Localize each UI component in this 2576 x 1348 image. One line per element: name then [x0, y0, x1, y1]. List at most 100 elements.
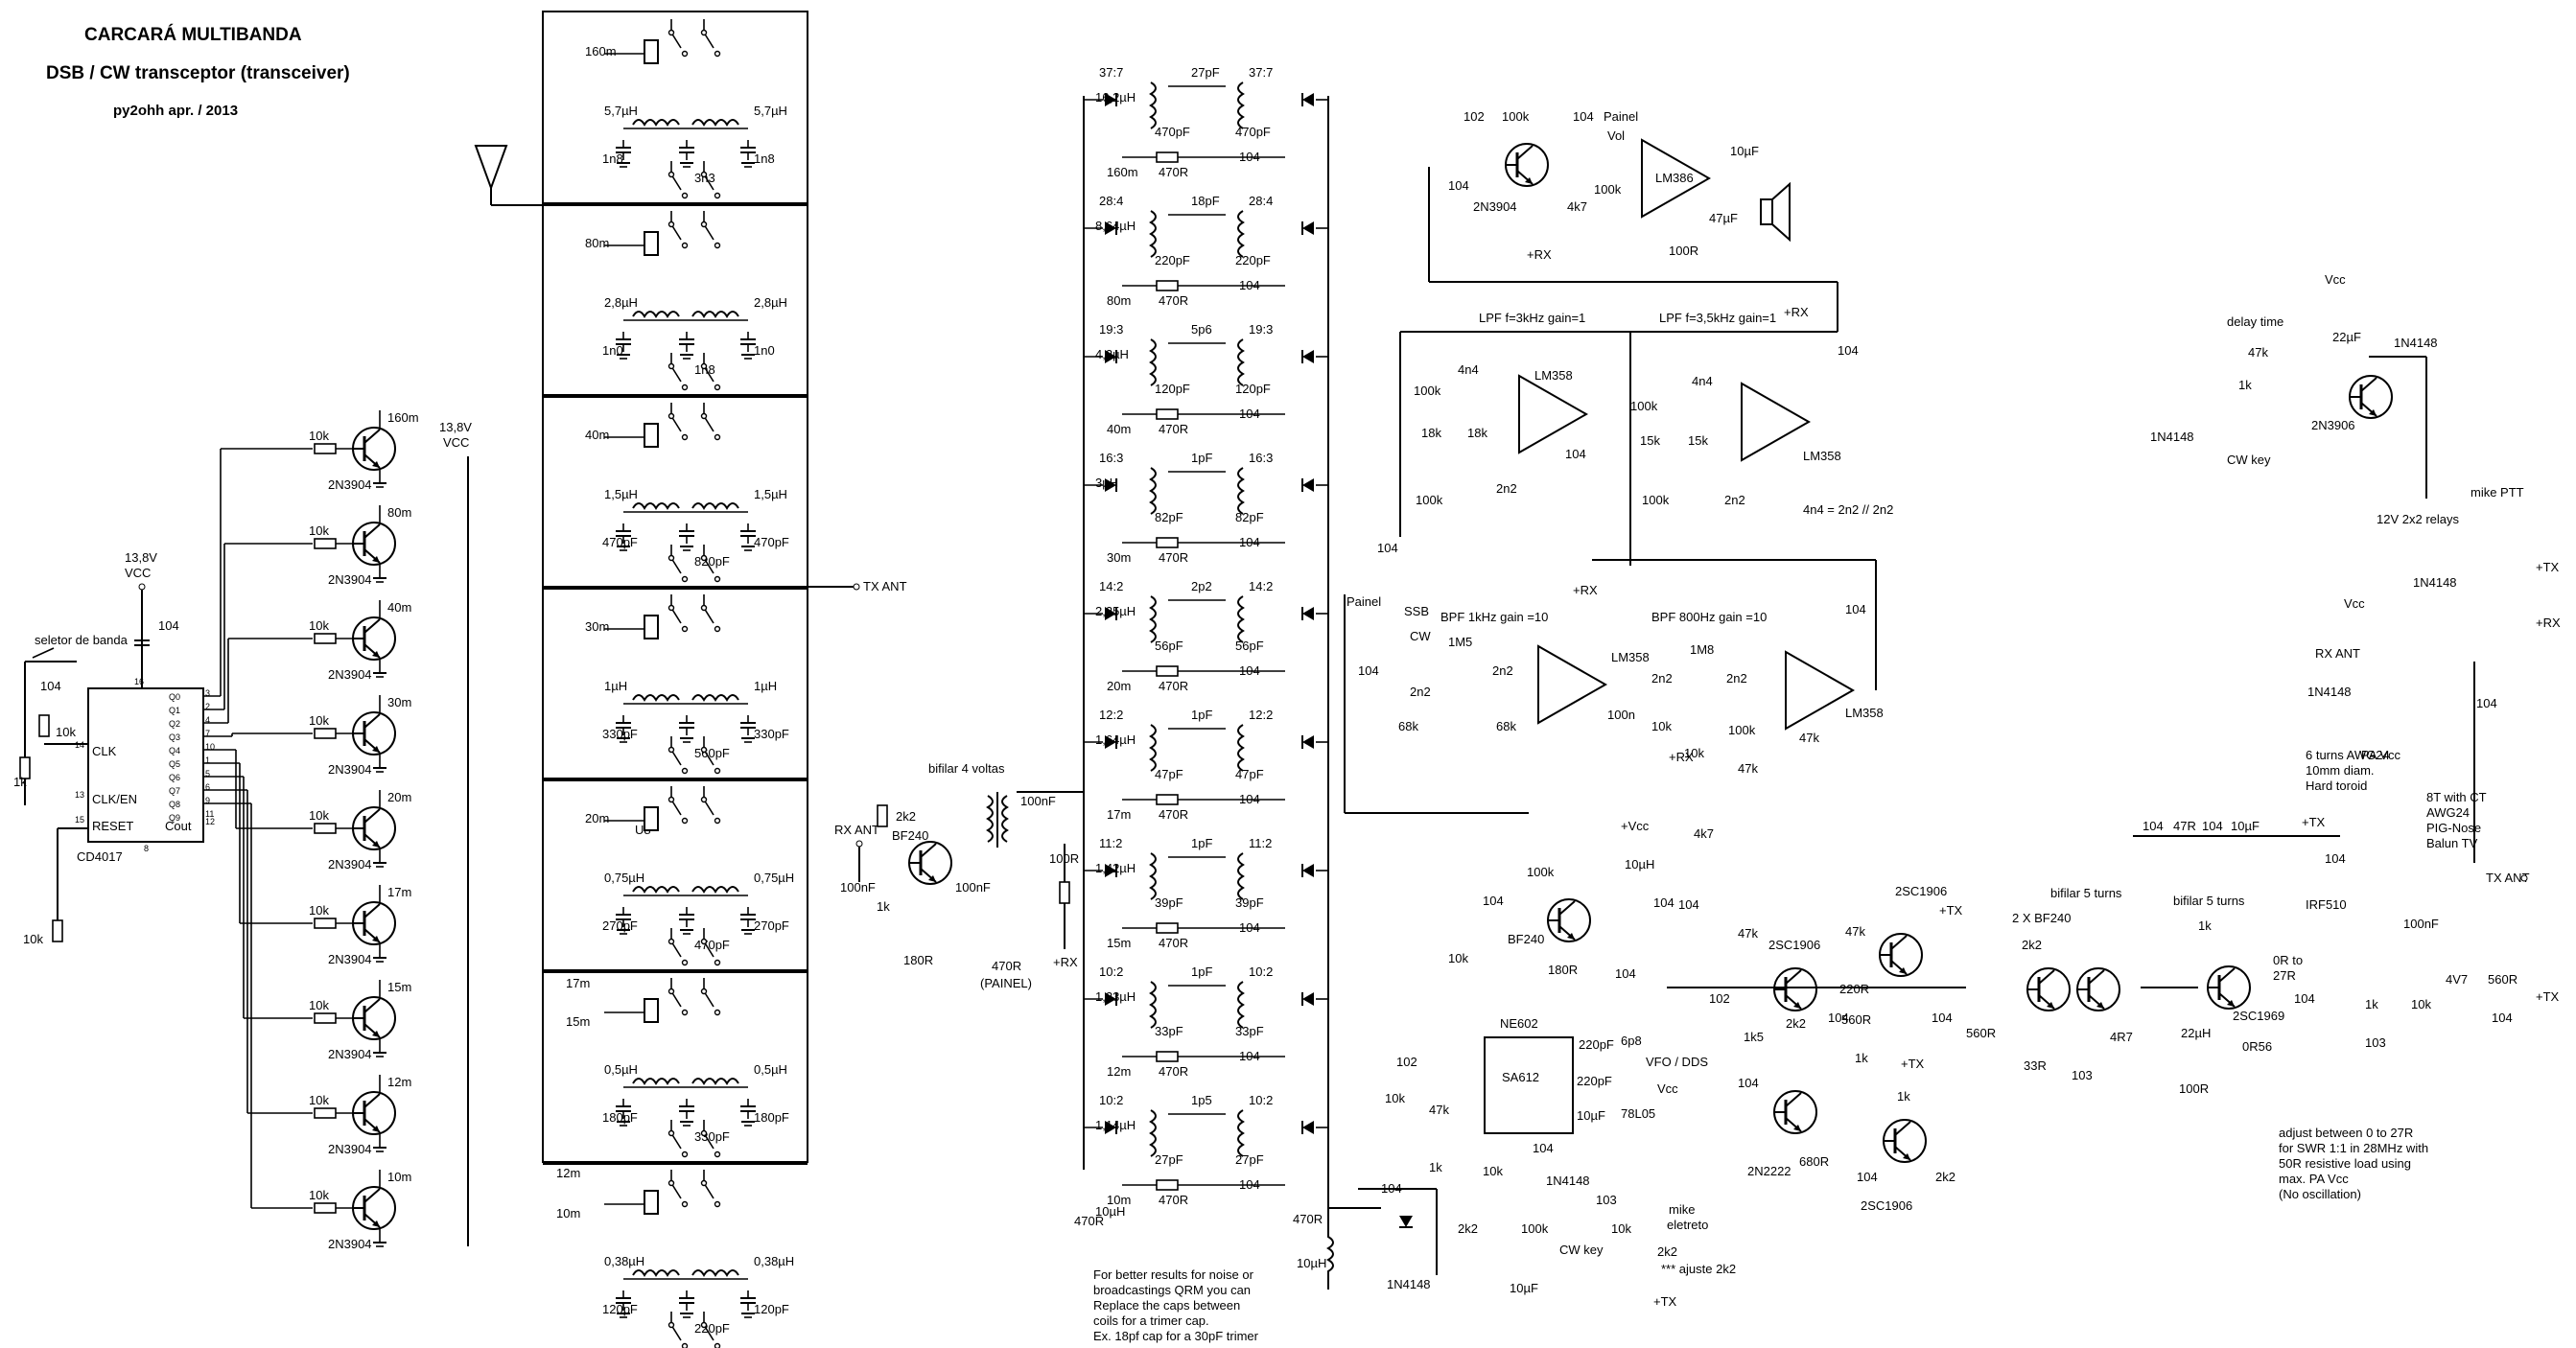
bpf-turns-right: 11:2 [1249, 836, 1272, 850]
lpf-r18k: 18k [1421, 426, 1441, 440]
lpf-l1-label: 0,75µH [604, 871, 644, 885]
driver-band-label: 80m [387, 505, 411, 520]
pin-num-8: 8 [144, 844, 149, 853]
driver-resistor [314, 1012, 337, 1024]
driver-band-label: 20m [387, 790, 411, 804]
bpf-turns-left: 19:3 [1099, 322, 1123, 337]
supply-vcc: VCC [125, 566, 151, 580]
bpf-r470-b: 470R [1074, 1214, 1104, 1228]
bpf-turns-left: 28:4 [1099, 194, 1123, 208]
mix-c104: 104 [1653, 895, 1674, 910]
drv-plus-tx-b: +TX [1901, 1057, 1925, 1071]
bpf-turns-right: 12:2 [1249, 708, 1273, 722]
pa-c104-c: 104 [2294, 991, 2315, 1006]
bpf-diode-out [1301, 349, 1315, 364]
drv-q4: 2SC1906 [1861, 1198, 1912, 1213]
driver-band-label: 15m [387, 980, 411, 994]
lpf-c104: 104 [1838, 343, 1859, 358]
bpf-plus-rx: +RX [1573, 583, 1598, 597]
driver-resistor [314, 823, 337, 834]
bpf-cap-right: 220pF [1235, 253, 1271, 267]
bpf-diode: 1N4148 [1387, 1277, 1431, 1291]
driver-resistor [314, 443, 337, 454]
mix-diode: 1N4148 [1546, 1174, 1590, 1188]
bpf-cap-left: 56pF [1155, 639, 1183, 653]
mix-mic2: eletreto [1667, 1218, 1708, 1232]
rx-plus-rx: +RX [1053, 955, 1078, 969]
driver-q-label: 2N3904 [328, 477, 372, 492]
audio-bpf: BPF 1kHz gain =10 BPF 800Hz gain =10 Pai… [1344, 541, 1884, 814]
bpf-band: 80m [1107, 293, 1131, 308]
bpf-couple-cap: 18pF [1191, 194, 1220, 208]
power-amp: 560R 2 X BF240 2k2 bifilar 5 turns 33R 1… [1966, 748, 2560, 1096]
driver-q-label: 2N3904 [328, 762, 372, 777]
bpf-c100n: 100n [1607, 708, 1635, 722]
lpf-ic1: LM358 [1534, 368, 1573, 383]
lpf-r18k-b: 18k [1467, 426, 1487, 440]
lpf-10m: 10m [556, 1206, 580, 1220]
bpf-l10u-b: 10µH [1095, 1204, 1125, 1219]
bpf-couple-cap: 1pF [1191, 836, 1212, 850]
lpf-inductor [632, 1269, 680, 1276]
relay-coil [644, 1190, 659, 1215]
bpf-diode-out [1301, 221, 1315, 236]
drv-c104: 104 [1828, 1011, 1849, 1025]
bpf-couple-cap: 27pF [1191, 65, 1220, 80]
rly-d1: 1N4148 [2394, 336, 2438, 350]
mix-c10u: 10µF [1577, 1108, 1605, 1123]
title-block: CARCARÁ MULTIBANDA DSB / CW transceptor … [46, 24, 350, 119]
bpf-turns-right: 16:3 [1249, 451, 1273, 465]
lpf-band-label: 40m [585, 428, 609, 442]
rly-d3: 1N4148 [2413, 575, 2457, 590]
bpf-turns-right: 37:7 [1249, 65, 1273, 80]
pa-c103-b: 103 [2365, 1035, 2386, 1050]
lpf-c1-label: 1n8 [602, 151, 623, 166]
bpf-r470: 470R [1159, 936, 1188, 950]
mix-q-bf240: BF240 [1508, 932, 1544, 946]
bpf-cap-right: 470pF [1235, 125, 1271, 139]
driver-resistor [314, 1107, 337, 1119]
rly-c104: 104 [2476, 696, 2497, 710]
pa-r1k-b: 1k [2365, 997, 2378, 1011]
pa-r100: 100R [2179, 1081, 2209, 1096]
lpf-inductor [632, 886, 680, 893]
rx-r180: 180R [903, 953, 933, 967]
pa-bifilar1: bifilar 5 turns [2050, 886, 2122, 900]
aud-plus-rx: +RX [1527, 247, 1552, 262]
output-label-Q4: Q4 [169, 746, 180, 755]
lpf-band-label: 80m [585, 236, 609, 250]
aud-panel: Painel [1604, 109, 1638, 124]
rx-pot-note: (PAINEL) [980, 976, 1032, 990]
rly-delay: delay time [2227, 314, 2283, 329]
bpf-turns-right: 10:2 [1249, 1093, 1273, 1107]
drv-r1k: 1k [1855, 1051, 1868, 1065]
drv-r2k2-b: 2k2 [1935, 1170, 1955, 1184]
bpf-r10k: 10k [1651, 719, 1672, 733]
mix-r100k-b: 100k [1521, 1221, 1549, 1236]
output-pin-Q8: 9 [205, 796, 210, 805]
audio-lpf: LPF f=3kHz gain=1 LPF f=3,5kHz gain=1 +R… [1399, 305, 1893, 566]
lpf-c1-label: 180pF [602, 1110, 638, 1125]
note-trimmer-4: coils for a trimer cap. [1093, 1313, 1209, 1328]
bpf-c104-in: 104 [1377, 541, 1398, 555]
bpf-cap-left: 470pF [1155, 125, 1190, 139]
output-label-Q8: Q8 [169, 800, 180, 809]
drv-r47k-b: 47k [1845, 924, 1865, 939]
drv-q2: 2SC1906 [1895, 884, 1947, 898]
audio-amp: 102 104 100k 2N3904 104 4k7 Painel Vol 1… [1428, 109, 1838, 332]
rly-cw-key: CW key [2227, 453, 2271, 467]
lpf-inductor [691, 311, 739, 317]
driver-transistor [351, 900, 397, 946]
lpf-c3-label: 120pF [754, 1302, 789, 1316]
lpf-c3-label: 330pF [754, 727, 789, 741]
bpf-ssb: SSB [1404, 604, 1429, 618]
mix-r100k: 100k [1527, 865, 1555, 879]
aud-r4k7: 4k7 [1567, 199, 1587, 214]
rx-bifilar: bifilar 4 voltas [928, 761, 1005, 776]
mix-r10k: 10k [1448, 951, 1468, 965]
rly-plus-tx: +TX [2536, 560, 2560, 574]
rly-d2: 1N4148 [2150, 430, 2194, 444]
mix-vcc2: Vcc [1657, 1081, 1678, 1096]
lpf-inductor [691, 886, 739, 893]
pa-r10k: 10k [2411, 997, 2431, 1011]
